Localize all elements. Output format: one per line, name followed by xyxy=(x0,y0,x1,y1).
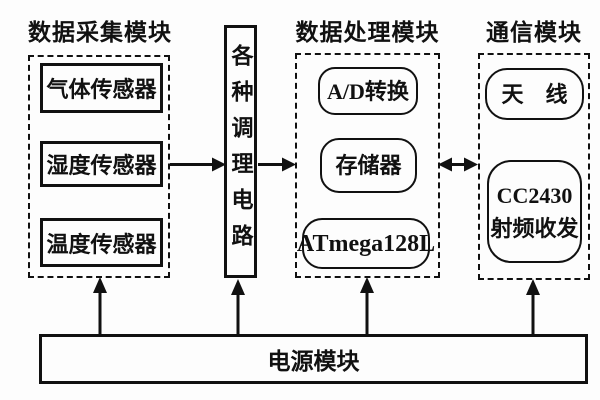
gas-sensor-block: 气体传感器 xyxy=(40,63,163,113)
temperature-sensor-block: 温度传感器 xyxy=(40,218,163,267)
power-module-block: 电源模块 xyxy=(39,334,588,384)
label-data-acquisition-module: 数据采集模块 xyxy=(28,20,172,45)
humidity-sensor-block: 湿度传感器 xyxy=(40,141,163,187)
ad-converter-block: A/D转换 xyxy=(318,67,418,115)
antenna-block: 天 线 xyxy=(485,68,584,120)
memory-block: 存储器 xyxy=(320,138,417,193)
arrow-power-to-communication xyxy=(526,279,540,334)
arrow-sensors-to-conditioning xyxy=(170,157,226,172)
label-data-processing-module: 数据处理模块 xyxy=(295,20,440,45)
cc2430-rf-line2: 射频收发 xyxy=(490,215,579,241)
cc2430-rf-block: CC2430 射频收发 xyxy=(487,160,582,263)
label-communication-module: 通信模块 xyxy=(486,20,582,45)
arrow-conditioning-to-processing xyxy=(258,157,296,172)
atmega128l-block: ATmega128L xyxy=(297,218,435,269)
arrow-power-to-conditioning xyxy=(231,279,245,334)
conditioning-circuit-block: 各种调理电路 xyxy=(224,25,257,278)
arrow-power-to-acquisition xyxy=(93,277,107,334)
arrow-processing-communication-bidirectional xyxy=(438,157,478,172)
cc2430-rf-line1: CC2430 xyxy=(496,182,573,208)
arrow-power-to-processing xyxy=(360,277,374,334)
